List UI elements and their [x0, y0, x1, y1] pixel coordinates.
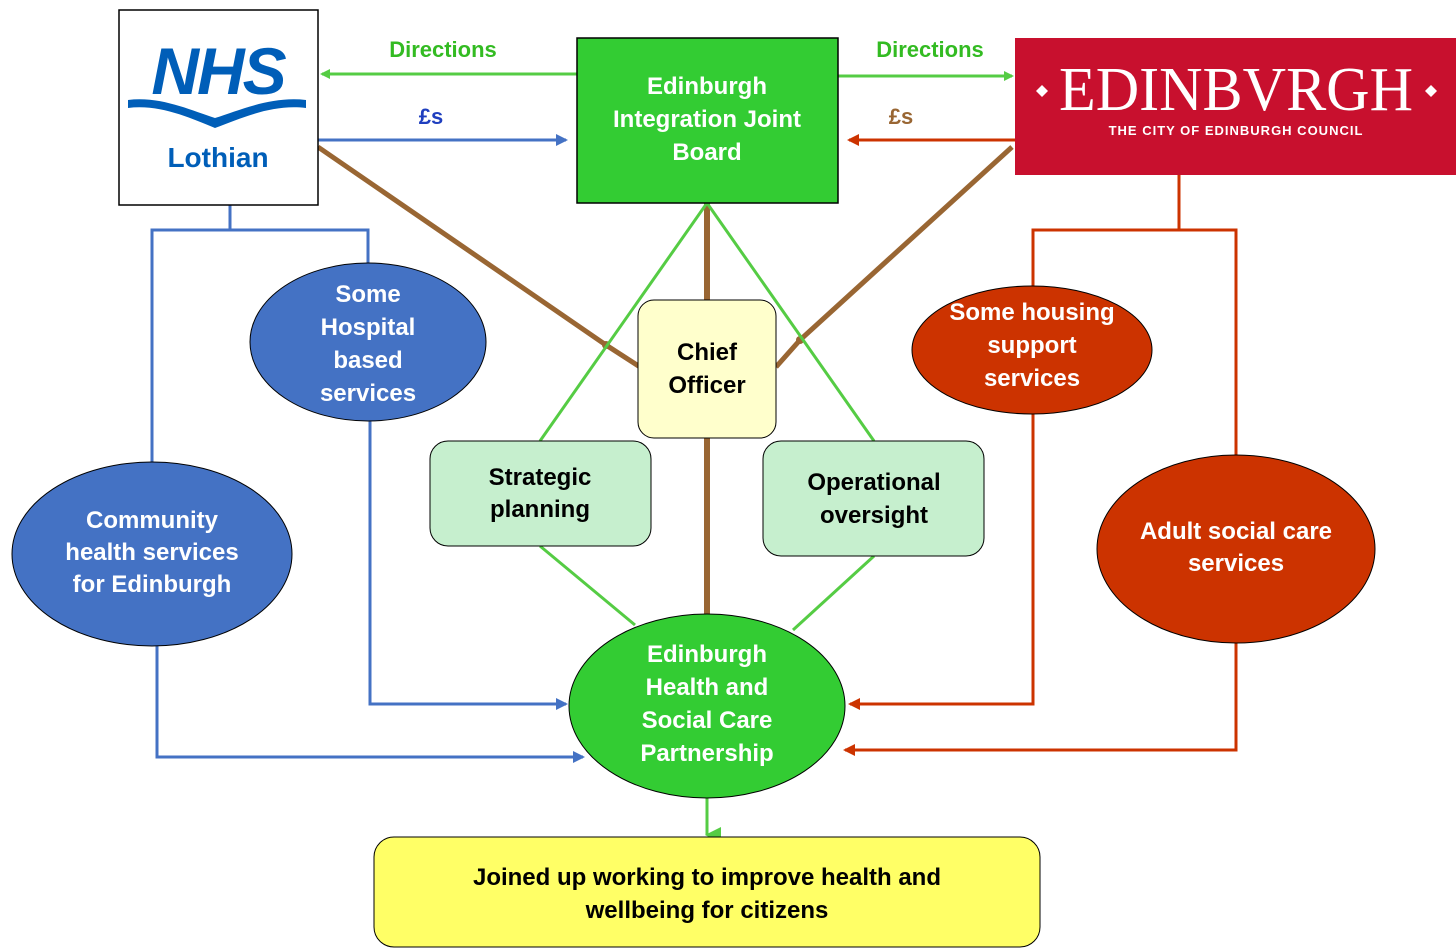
- operational-oversight-node: Operational oversight: [762, 440, 985, 557]
- strategic-planning-line-2: planning: [490, 496, 590, 523]
- edinburgh-council-node: EDINBVRGH THE CITY OF EDINBURGH COUNCIL: [1015, 38, 1456, 175]
- nhs-branch-line: [150, 205, 232, 462]
- adult-care-to-partnership-arrow: [843, 643, 1238, 756]
- partnership-line-2: Health and: [646, 674, 769, 701]
- hospital-line-4: services: [320, 380, 416, 407]
- operational-to-partnership-line: [791, 554, 876, 632]
- outcome-line-1: Joined up working to improve health and: [473, 864, 941, 891]
- operational-oversight-line-1: Operational: [807, 469, 940, 496]
- hospital-to-partnership-arrow: [368, 418, 568, 710]
- council-branch-line: [1031, 175, 1181, 289]
- nhs-lothian-node: NHS Lothian: [118, 9, 319, 206]
- ijb-to-operational-line: [705, 202, 876, 442]
- community-to-partnership-arrow: [155, 645, 585, 763]
- ijb-to-strategic-line: [538, 202, 709, 442]
- funds-label-council: £s: [889, 104, 913, 129]
- housing-line-2: support: [987, 332, 1076, 359]
- operational-oversight-line-2: oversight: [820, 502, 928, 529]
- partnership-line-3: Social Care: [642, 707, 773, 734]
- hospital-services-node: Some Hospital based services: [249, 262, 487, 422]
- outcome-node: Joined up working to improve health and …: [373, 836, 1041, 948]
- outcome-line-2: wellbeing for citizens: [585, 897, 829, 924]
- community-line-2: health services: [65, 539, 238, 566]
- housing-line-1: Some housing: [949, 299, 1114, 326]
- community-line-3: for Edinburgh: [73, 571, 232, 598]
- adult-social-care-node: Adult social care services: [1096, 454, 1376, 644]
- housing-support-node: Some housing support services: [911, 285, 1153, 415]
- directions-label-right: Directions: [876, 37, 984, 62]
- strategic-to-partnership-line: [539, 544, 636, 627]
- adult-care-line-1: Adult social care: [1140, 518, 1332, 545]
- community-health-node: Community health services for Edinburgh: [11, 461, 293, 647]
- diamond-right-icon: [1425, 85, 1437, 97]
- funds-label-nhs: £s: [419, 104, 443, 129]
- council-branch-line-adult: [1179, 228, 1238, 455]
- ijb-label-line-2: Integration Joint: [613, 106, 801, 133]
- nhs-logo-word: NHS: [151, 34, 286, 108]
- partnership-line-1: Edinburgh: [647, 641, 767, 668]
- housing-to-partnership-arrow: [848, 413, 1035, 710]
- council-logo-word: EDINBVRGH: [1059, 56, 1413, 124]
- hospital-line-1: Some: [335, 281, 400, 308]
- chief-officer-node: Chief Officer: [637, 299, 777, 439]
- housing-line-3: services: [984, 365, 1080, 392]
- hospital-line-2: Hospital: [321, 314, 416, 341]
- directions-label-left: Directions: [389, 37, 497, 62]
- council-subtitle: THE CITY OF EDINBURGH COUNCIL: [1109, 123, 1364, 138]
- chief-officer-line-1: Chief: [677, 339, 738, 366]
- chief-officer-line-2: Officer: [668, 372, 745, 399]
- hospital-line-3: based: [333, 347, 402, 374]
- diamond-left-icon: [1036, 85, 1048, 97]
- nhs-subtitle: Lothian: [167, 142, 268, 173]
- partnership-line-4: Partnership: [640, 740, 773, 767]
- strategic-planning-node: Strategic planning: [429, 440, 652, 547]
- adult-care-line-2: services: [1188, 550, 1284, 577]
- integration-joint-board-node: Edinburgh Integration Joint Board: [576, 37, 839, 204]
- community-line-1: Community: [86, 507, 219, 534]
- ijb-label-line-1: Edinburgh: [647, 73, 767, 100]
- nhs-wave-icon: [128, 99, 306, 128]
- ijb-label-line-3: Board: [672, 139, 741, 166]
- partnership-node: Edinburgh Health and Social Care Partner…: [568, 613, 846, 799]
- strategic-planning-line-1: Strategic: [489, 464, 592, 491]
